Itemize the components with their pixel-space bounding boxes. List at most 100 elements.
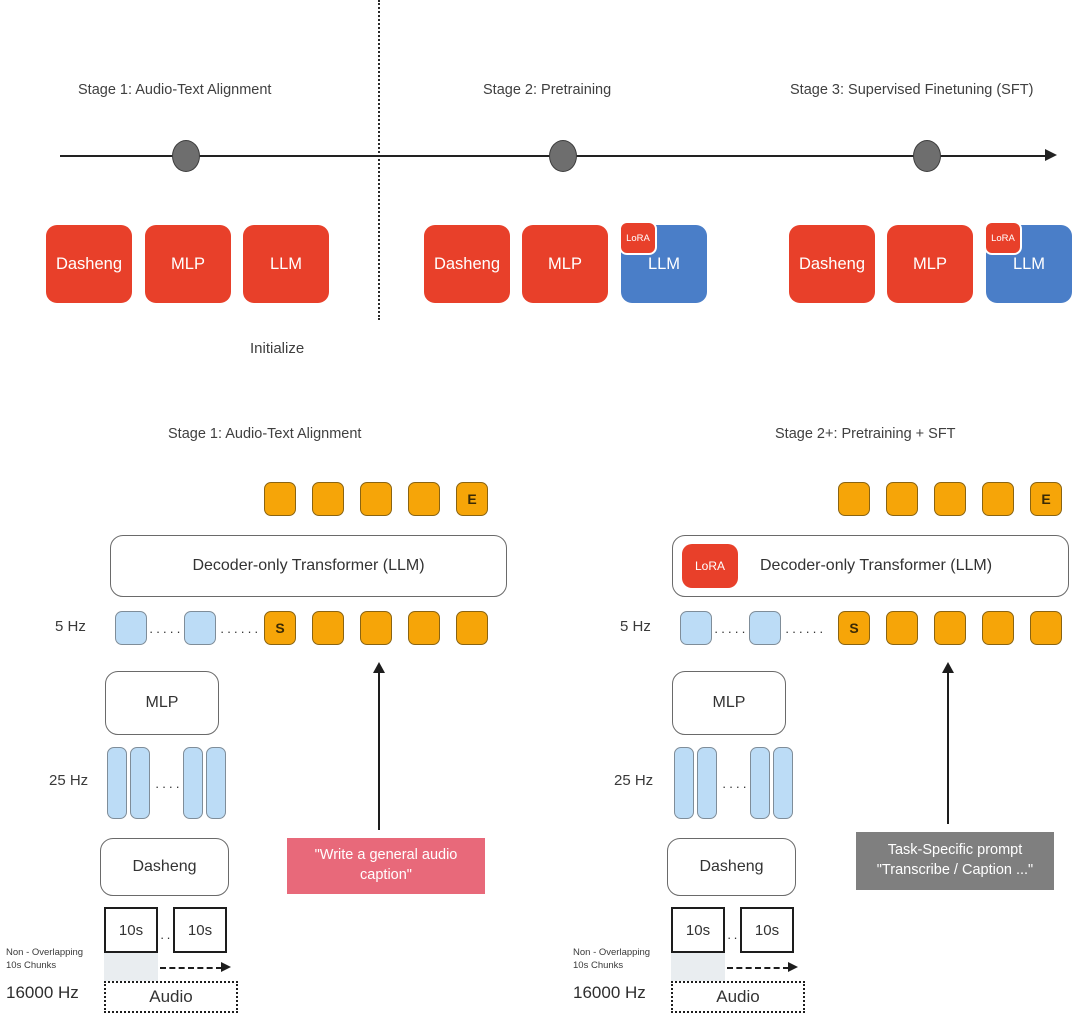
right-text-token-4 [982, 611, 1014, 645]
stage2-llm-label: LLM [647, 254, 681, 273]
timeline-stage1-label: Stage 1: Audio-Text Alignment [78, 82, 272, 98]
initialize-label: Initialize [250, 340, 305, 357]
right-prompt-line2: "Transcribe / Caption ..." [876, 862, 1034, 878]
left-frame-bar-3 [183, 747, 203, 819]
left-prompt-arrow-line [378, 672, 380, 830]
right-audio-token-1 [680, 611, 712, 645]
right-transformer-box: LoRA Decoder-only Transformer (LLM) [672, 535, 1069, 597]
right-encoder-box: Dasheng [667, 838, 796, 896]
section-divider-vertical [378, 0, 380, 320]
left-chunk-note-line1: Non - Overlapping [6, 947, 84, 958]
left-frame-bar-2 [130, 747, 150, 819]
stage3-module-llm: LLM LoRA [984, 221, 1072, 303]
right-sliding-arrow-head [788, 962, 798, 972]
timeline-marker-stage1 [172, 140, 200, 172]
left-sample-rate-label: 16000 Hz [6, 983, 79, 1002]
right-chunk-shade [671, 953, 725, 981]
right-frame-bar-2 [697, 747, 717, 819]
left-text-token-2 [312, 611, 344, 645]
left-mlp-label: MLP [145, 694, 179, 711]
left-prompt-arrow-head [373, 662, 385, 673]
left-audio-token-ellipsis-1: ······ [149, 624, 190, 639]
timeline-stage3-label: Stage 3: Supervised Finetuning (SFT) [790, 82, 1034, 98]
left-frame-bar-4 [206, 747, 226, 819]
right-mlp-box: MLP [672, 671, 786, 735]
right-output-token-end: E [1030, 482, 1062, 516]
left-prompt-line2: caption" [360, 867, 412, 883]
left-chunk-shade [104, 953, 158, 981]
right-output-token-2 [886, 482, 918, 516]
right-frame-ellipsis: ···· [722, 779, 750, 794]
right-rate-5hz-label: 5 Hz [620, 618, 651, 635]
right-audio-label: Audio [716, 987, 760, 1006]
right-text-token-2 [886, 611, 918, 645]
right-frame-bar-4 [773, 747, 793, 819]
left-output-token-2 [312, 482, 344, 516]
right-audio-box: Audio [671, 981, 805, 1013]
stage2-module-mlp: MLP [522, 225, 608, 303]
right-text-token-5 [1030, 611, 1062, 645]
timeline-marker-stage2 [549, 140, 577, 172]
left-audio-token-2 [184, 611, 216, 645]
right-transformer-label: Decoder-only Transformer (LLM) [760, 557, 993, 574]
timeline-stage2-label: Stage 2: Pretraining [483, 82, 612, 98]
left-output-token-1 [264, 482, 296, 516]
right-chunk-note-line1: Non - Overlapping [573, 947, 651, 958]
stage2-lora-badge: LoRA [619, 221, 657, 255]
right-transformer-lora-chip: LoRA [682, 544, 738, 588]
left-mlp-box: MLP [105, 671, 219, 735]
stage3-lora-badge: LoRA [984, 221, 1022, 255]
stage2-module-dasheng: Dasheng [424, 225, 510, 303]
right-prompt-arrow-head [942, 662, 954, 673]
right-output-token-1 [838, 482, 870, 516]
left-sliding-arrow-line [160, 967, 222, 969]
left-chunk-1: 10s [104, 907, 158, 953]
left-audio-label: Audio [149, 987, 193, 1006]
left-chunk-note-line2: 10s Chunks [6, 959, 57, 971]
left-chunk-note: Non - Overlapping 10s Chunks [6, 947, 83, 973]
stage1-module-dasheng: Dasheng [46, 225, 132, 303]
right-sample-rate-label: 16000 Hz [573, 983, 646, 1002]
left-prompt-line1: "Write a general audio [314, 847, 458, 864]
stage1-module-llm: LLM [243, 225, 329, 303]
left-rate-5hz-label: 5 Hz [55, 618, 86, 635]
left-frame-ellipsis: ···· [155, 779, 183, 794]
right-sliding-arrow-line [727, 967, 789, 969]
right-frame-bar-3 [750, 747, 770, 819]
right-prompt-box: Task-Specific prompt "Transcribe / Capti… [856, 832, 1054, 890]
left-output-token-3 [360, 482, 392, 516]
timeline-arrow-head [1045, 149, 1057, 161]
left-transformer-label: Decoder-only Transformer (LLM) [192, 557, 425, 574]
left-audio-token-ellipsis-2: ······ [220, 624, 261, 639]
left-text-token-3 [360, 611, 392, 645]
stage3-module-dasheng: Dasheng [789, 225, 875, 303]
right-chunk-2: 10s [740, 907, 794, 953]
right-encoder-label: Dasheng [699, 858, 764, 875]
left-text-token-4 [408, 611, 440, 645]
left-encoder-label: Dasheng [132, 858, 197, 875]
left-rate-25hz-label: 25 Hz [49, 772, 89, 789]
left-text-token-5 [456, 611, 488, 645]
left-frame-bar-1 [107, 747, 127, 819]
left-pipeline-title: Stage 1: Audio-Text Alignment [168, 426, 362, 442]
right-audio-token-2 [749, 611, 781, 645]
left-encoder-box: Dasheng [100, 838, 229, 896]
left-output-token-4 [408, 482, 440, 516]
stage3-llm-label: LLM [1012, 254, 1046, 273]
right-output-token-4 [982, 482, 1014, 516]
right-audio-token-ellipsis-1: ······ [714, 624, 755, 639]
left-sliding-arrow-head [221, 962, 231, 972]
right-text-token-3 [934, 611, 966, 645]
right-text-token-start: S [838, 611, 870, 645]
stage3-module-mlp: MLP [887, 225, 973, 303]
stage1-module-mlp: MLP [145, 225, 231, 303]
left-output-token-end: E [456, 482, 488, 516]
left-text-token-start: S [264, 611, 296, 645]
left-chunk-2: 10s [173, 907, 227, 953]
stage2-module-llm: LLM LoRA [619, 221, 707, 303]
left-prompt-box: "Write a general audio caption" [287, 838, 485, 894]
left-transformer-box: Decoder-only Transformer (LLM) [110, 535, 507, 597]
right-output-token-3 [934, 482, 966, 516]
right-chunk-1: 10s [671, 907, 725, 953]
right-mlp-label: MLP [712, 694, 746, 711]
